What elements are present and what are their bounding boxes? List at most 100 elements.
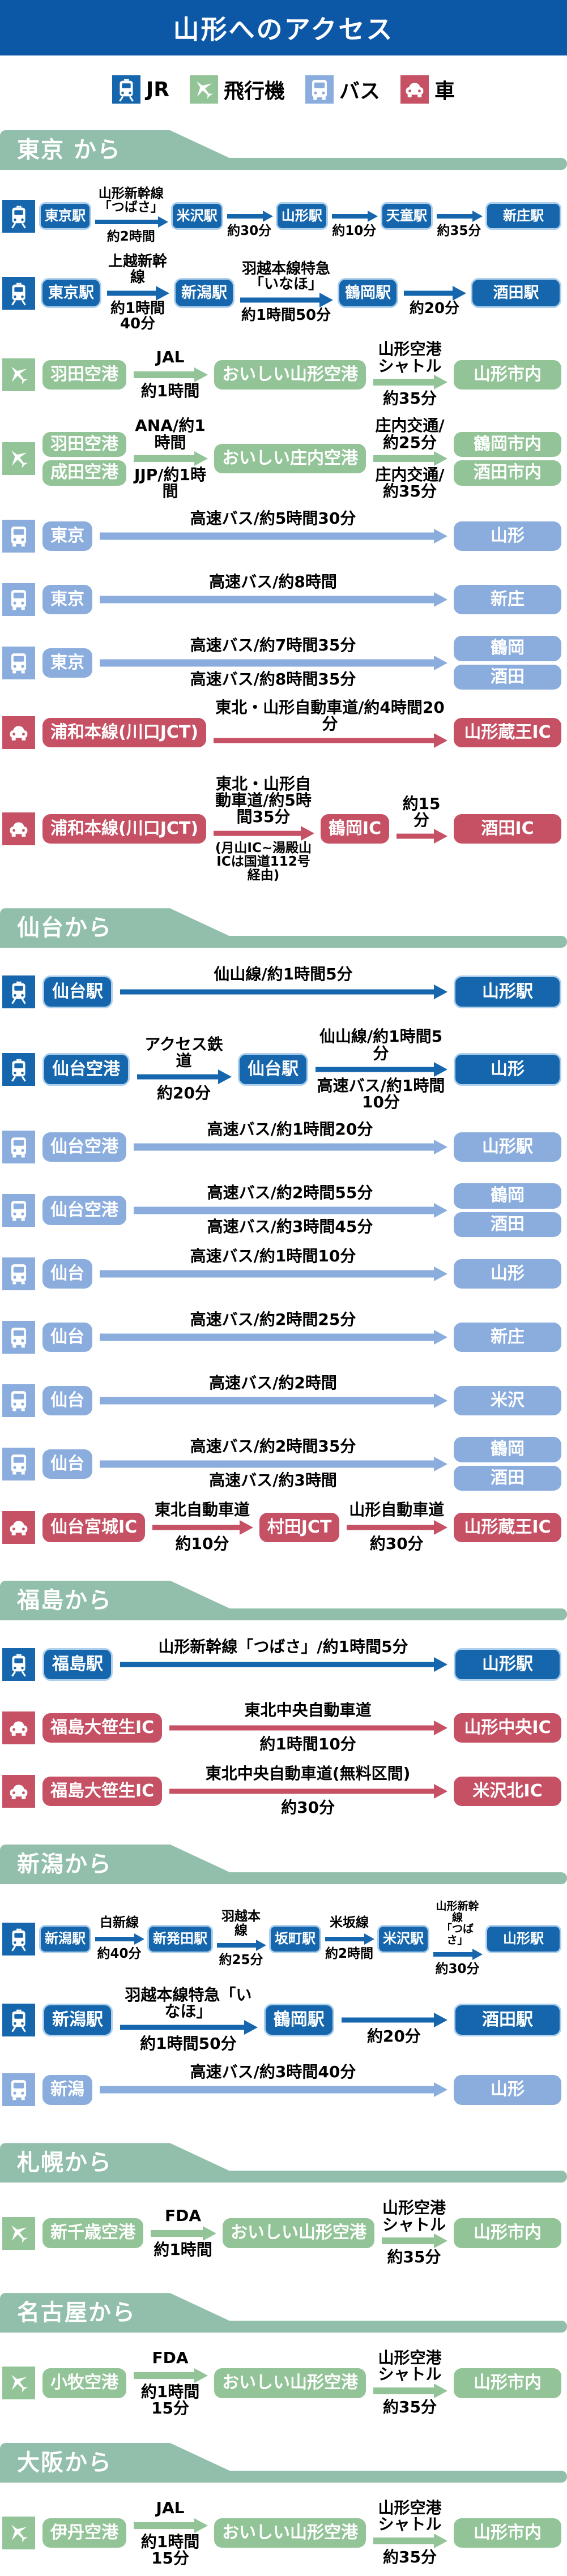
arrow-bar xyxy=(134,1143,437,1151)
arrow-bar xyxy=(152,1525,243,1530)
arrow-bar xyxy=(214,831,304,836)
station-node: おいしい山形空港 xyxy=(214,360,366,390)
station-node: 仙台空港 xyxy=(42,1132,126,1162)
route-label-below: 約30分 xyxy=(227,223,272,238)
route-row: 仙台高速バス/約2時間35分高速バス/約3時間鶴岡酒田 xyxy=(0,1437,567,1491)
arrow-head xyxy=(472,210,483,222)
route-label-below: 約10分 xyxy=(332,223,377,238)
route-label-above: 高速バス/約8時間 xyxy=(209,572,337,591)
route-arrow: 高速バス/約1時間10分 xyxy=(100,1248,447,1300)
route-arrow: 高速バス/約5時間30分 xyxy=(100,510,447,562)
arrow-head xyxy=(434,1139,447,1154)
arrow-head xyxy=(434,733,447,748)
route-label-above: 上越新幹線 xyxy=(108,253,167,286)
route-arrow: 羽越本線特急「いなほ」約1時間50分 xyxy=(240,260,333,326)
arrow-bar xyxy=(240,297,323,303)
bus-icon xyxy=(2,1320,35,1354)
route-arrow: 上越新幹線約1時間40分 xyxy=(107,253,169,332)
station-node: 山形 xyxy=(454,1259,561,1289)
legend-item-jr: JR xyxy=(112,75,169,104)
route-label-below: 約20分 xyxy=(409,299,460,317)
arrow-bar xyxy=(100,596,437,604)
route-label-below: 約35分 xyxy=(383,389,437,408)
station-node-stack: 鶴岡酒田 xyxy=(454,1183,561,1238)
station-node: 酒田駅 xyxy=(471,278,561,309)
arrow-head xyxy=(434,1266,447,1281)
arrow-head xyxy=(434,528,447,544)
arrow-bar xyxy=(137,1074,221,1080)
arrow-shaft xyxy=(100,1266,447,1281)
arrow-head xyxy=(472,1948,483,1960)
route-label-above: 仙山線/約1時間5分 xyxy=(319,1027,443,1063)
route-label-above: 羽越本線特急「いなほ」 xyxy=(241,260,330,293)
car-icon xyxy=(2,1510,35,1544)
route-label-below: 約2時間 xyxy=(106,229,155,245)
section-title: 大阪から xyxy=(17,2449,112,2476)
route-label-above: 白新線 xyxy=(100,1915,139,1931)
arrow-head xyxy=(203,2226,216,2241)
route-label-above: 高速バス/約7時間35分 xyxy=(190,635,356,654)
arrow-shaft xyxy=(341,2012,447,2027)
route-label-below: 約30分 xyxy=(369,1534,424,1553)
route-label-above: 東北中央自動車道 xyxy=(244,1700,372,1719)
station-node: 酒田 xyxy=(454,664,561,690)
arrow-head xyxy=(434,2383,447,2398)
station-node: おいしい山形空港 xyxy=(223,2218,374,2248)
arrow-shaft xyxy=(227,209,273,224)
station-node: 米沢駅 xyxy=(377,1925,429,1953)
station-node: 村田JCT xyxy=(259,1512,340,1542)
arrow-head xyxy=(434,985,447,1000)
arrow-shaft xyxy=(134,1203,447,1218)
route-arrow: 高速バス/約3時間40分 xyxy=(100,2064,447,2116)
station-node: 東京 xyxy=(42,521,92,551)
arrow-head xyxy=(194,367,208,382)
section-title: 名古屋から xyxy=(17,2300,136,2326)
route-arrow: 高速バス/約2時間 xyxy=(100,1375,447,1427)
route-arrow: 東北自動車道約10分 xyxy=(152,1501,253,1554)
arrow-head xyxy=(239,1520,253,1535)
arrow-shaft xyxy=(134,2518,208,2533)
route-label-above: 東北・山形自動車道/約4時間20分 xyxy=(215,698,445,734)
station-node: 山形市内 xyxy=(454,360,561,390)
arrow-bar xyxy=(120,1662,437,1667)
station-node: 酒田 xyxy=(454,1465,561,1491)
route-label-below: 約20分 xyxy=(157,1084,211,1103)
arrow-shaft xyxy=(240,293,333,308)
arrow-shaft xyxy=(100,655,447,670)
station-node: 仙台 xyxy=(42,1449,92,1479)
route-label-below: 約30分 xyxy=(435,1961,480,1976)
arrow-shaft xyxy=(373,375,447,390)
section-banner: 大阪から xyxy=(0,2442,567,2483)
station-node: 山形中央IC xyxy=(454,1713,561,1743)
arrow-bar xyxy=(134,1206,437,1214)
plane-icon xyxy=(2,2517,35,2550)
route-label-above: アクセス鉄道 xyxy=(144,1034,223,1070)
arrow-head xyxy=(434,1203,447,1218)
car-icon xyxy=(2,716,35,750)
route-label-above: FDA xyxy=(152,2348,189,2368)
route-row: 浦和本線(川口JCT)東北・山形自動車道/約5時間35分(月山IC~湯殿山ICは… xyxy=(0,775,567,882)
station-node: 福島駅 xyxy=(42,1648,113,1681)
route-label-above: 山形新幹線「つばさ」/約1時間5分 xyxy=(158,1637,408,1656)
station-node: 浦和本線(川口JCT) xyxy=(42,814,207,844)
route-label-below: 約35分 xyxy=(383,2547,437,2566)
arrow-bar xyxy=(373,2387,437,2394)
route-label-above: 庄内交通/約25分 xyxy=(375,416,445,452)
route-label-above: 高速バス/約1時間20分 xyxy=(207,1119,373,1139)
legend-item-car: 車 xyxy=(400,75,455,104)
section-title: 新潟から xyxy=(17,1851,112,1877)
arrow-head xyxy=(256,1939,266,1951)
section-banner: 仙台から xyxy=(0,908,567,948)
jr-icon xyxy=(2,2003,35,2036)
legend-item-bus: バス xyxy=(305,75,380,104)
arrow-bar xyxy=(100,532,437,540)
arrow-head xyxy=(244,2020,258,2035)
bus-icon xyxy=(2,583,35,616)
route-row: 福島駅山形新幹線「つばさ」/約1時間5分山形駅 xyxy=(0,1637,567,1692)
arrow-bar xyxy=(217,1942,258,1948)
station-node: 山形駅 xyxy=(454,1132,561,1162)
arrow-head xyxy=(194,2518,208,2533)
route-arrow: 山形自動車道約30分 xyxy=(347,1501,447,1554)
